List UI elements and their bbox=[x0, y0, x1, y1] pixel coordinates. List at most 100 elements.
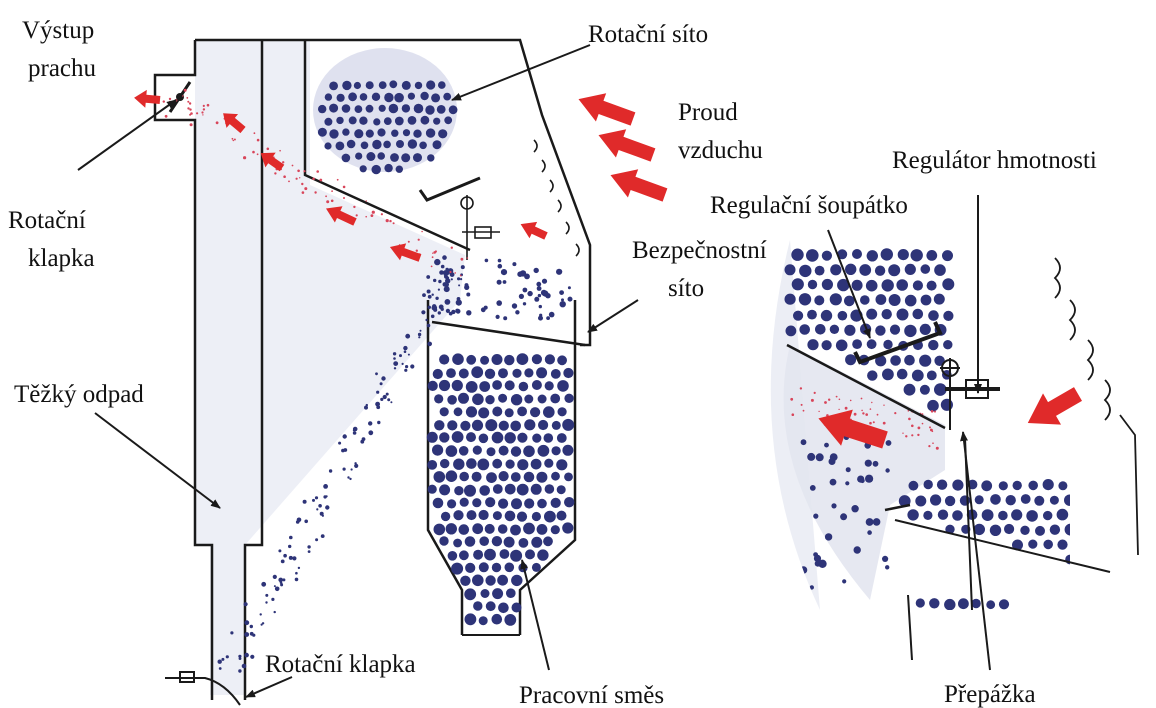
dust-particle bbox=[408, 241, 410, 243]
working-mix-granule bbox=[531, 484, 542, 495]
detail-upper-granule bbox=[785, 264, 796, 275]
detail-dust-particle bbox=[905, 435, 907, 437]
heavy-waste-granule bbox=[375, 372, 378, 375]
heavy-waste-granule bbox=[408, 354, 410, 356]
sieve-granule bbox=[324, 142, 331, 149]
falling-granule bbox=[438, 311, 441, 314]
dust-particle bbox=[356, 214, 358, 216]
dust-particle bbox=[301, 183, 303, 185]
falling-granule bbox=[539, 305, 542, 308]
working-mix-granule bbox=[504, 614, 516, 626]
dust-outlet-flap bbox=[170, 82, 190, 112]
detail-upper-granule bbox=[897, 369, 908, 380]
dust-particle bbox=[165, 115, 168, 118]
working-mix-granule bbox=[505, 432, 516, 443]
detail-bottom-granule bbox=[999, 626, 1010, 637]
detail-upper-granule bbox=[838, 311, 848, 321]
working-mix-granule bbox=[551, 369, 561, 379]
heavy-waste-granule bbox=[226, 655, 229, 658]
dust-particle bbox=[190, 123, 193, 126]
heavy-waste-granule bbox=[368, 421, 372, 425]
sieve-granule bbox=[425, 105, 434, 114]
working-mix-granule bbox=[524, 472, 535, 483]
detail-scatter-granule bbox=[816, 453, 824, 461]
working-mix-granule bbox=[472, 394, 484, 406]
detail-scatter-granule bbox=[886, 440, 892, 446]
working-mix-granule bbox=[524, 419, 535, 430]
working-mix-granule bbox=[473, 446, 482, 455]
detail-upper-granule bbox=[943, 311, 953, 321]
heavy-waste-granule bbox=[318, 504, 322, 508]
detail-upper-granule bbox=[898, 249, 909, 260]
dust-particle bbox=[431, 266, 433, 268]
heavy-waste-granule bbox=[239, 657, 242, 660]
working-mix-granule bbox=[538, 420, 548, 430]
dust-particle bbox=[337, 179, 339, 181]
detail-upper-granule bbox=[904, 325, 916, 337]
detail-dust-particle bbox=[911, 425, 914, 428]
working-mix-granule bbox=[479, 381, 490, 392]
detail-lower-granule bbox=[952, 510, 963, 521]
detail-dust-particle bbox=[911, 434, 913, 436]
detail-granules bbox=[785, 248, 1114, 665]
falling-granule bbox=[498, 259, 502, 263]
sieve-granule bbox=[408, 116, 417, 125]
heavy-waste-granule bbox=[218, 660, 222, 664]
detail-lower-granule bbox=[1043, 540, 1053, 550]
detail-lower-granule bbox=[981, 480, 992, 491]
dust-particle bbox=[296, 178, 298, 180]
falling-granule bbox=[527, 291, 532, 296]
dust-particle bbox=[386, 219, 389, 222]
detail-bottom-granule bbox=[971, 654, 982, 665]
working-mix-granule bbox=[532, 563, 541, 572]
dust-particle bbox=[454, 272, 456, 274]
working-mix-granule bbox=[532, 434, 541, 443]
detail-lower-granule bbox=[937, 480, 947, 490]
heavy-waste-granule bbox=[329, 469, 332, 472]
detail-upper-granule bbox=[785, 294, 796, 305]
working-mix-granule bbox=[493, 484, 503, 494]
leader-rotary-flap-bottom bbox=[246, 677, 292, 697]
dust-particle bbox=[343, 186, 346, 189]
sieve-granule bbox=[318, 128, 327, 137]
working-mix-granule bbox=[472, 575, 484, 587]
working-mix-granule bbox=[557, 355, 567, 365]
falling-granule bbox=[496, 300, 502, 306]
label-baffle: Přepážka bbox=[944, 681, 1036, 708]
detail-scatter-granule bbox=[818, 560, 826, 568]
dust-particle bbox=[326, 200, 329, 203]
working-mix-granule bbox=[473, 601, 482, 610]
working-mix-granule bbox=[466, 432, 476, 442]
falling-granule bbox=[558, 270, 562, 274]
detail-dust-particle bbox=[836, 396, 838, 398]
detail-lower-granule bbox=[982, 509, 994, 521]
detail-lower-granule bbox=[1006, 495, 1016, 505]
detail-lower-granule bbox=[1094, 555, 1105, 566]
working-mix-granule bbox=[446, 368, 456, 378]
working-mix-granule bbox=[472, 523, 483, 534]
detail-upper-granule bbox=[896, 279, 908, 291]
detail-upper-granule bbox=[881, 248, 893, 260]
falling-granule bbox=[537, 286, 542, 291]
heavy-waste-granule bbox=[443, 270, 448, 275]
sieve-granule bbox=[359, 117, 367, 125]
working-mix-granule bbox=[511, 394, 522, 405]
label-safety-sieve-line2: síto bbox=[668, 275, 704, 302]
working-mix-granule bbox=[538, 395, 547, 404]
heavy-waste-granule bbox=[323, 484, 328, 489]
working-mix-granule bbox=[497, 575, 508, 586]
falling-granule bbox=[498, 264, 503, 269]
heavy-waste-granule bbox=[422, 293, 426, 297]
detail-dust-particle bbox=[918, 427, 921, 430]
working-mix-granule bbox=[532, 354, 542, 364]
detail-dust-particle bbox=[800, 387, 802, 389]
working-mix-granule bbox=[492, 563, 501, 572]
sieve-granule bbox=[444, 116, 452, 124]
working-mix-granule bbox=[447, 395, 457, 405]
working-mix-granule bbox=[498, 499, 508, 509]
sieve-granule bbox=[402, 104, 410, 112]
sieve-granule bbox=[402, 81, 411, 90]
working-mix-granule bbox=[465, 536, 476, 547]
detail-sieve-plate bbox=[895, 520, 1110, 572]
